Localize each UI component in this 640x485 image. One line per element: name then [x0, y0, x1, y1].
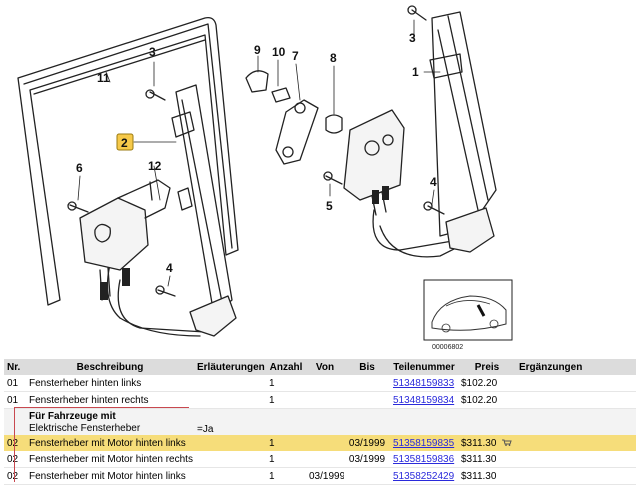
row-from [306, 391, 344, 409]
row-description: Fensterheber hinten rechts [26, 391, 194, 409]
col-price: Preis [458, 359, 516, 375]
row-from: 03/1999 [306, 467, 344, 485]
clip-9 [245, 70, 269, 93]
table-row[interactable]: 01 Fensterheber hinten rechts 1 51348159… [4, 391, 636, 409]
row-extras [516, 375, 636, 392]
col-from: Von [306, 359, 344, 375]
part-number-link[interactable]: 51358159836 [393, 453, 455, 465]
row-quantity: 1 [266, 375, 306, 392]
callout-11: 11 [97, 71, 110, 85]
row-quantity: 1 [266, 391, 306, 409]
bushing-10 [271, 87, 291, 103]
row-notes [194, 467, 266, 485]
row-from [306, 451, 344, 468]
callout-12: 12 [148, 159, 162, 173]
screw-6 [69, 204, 89, 213]
callout-8: 8 [330, 51, 337, 65]
callout-6: 6 [76, 161, 83, 175]
callout-3-left: 3 [149, 45, 156, 59]
parts-diagram: 3 11 2 12 6 4 9 10 7 8 5 3 1 4 00006802 [17, 5, 513, 351]
row-quantity: 1 [266, 435, 306, 451]
row-nr: 01 [4, 391, 26, 409]
note-value: =Ja [194, 408, 266, 435]
callout-10: 10 [272, 45, 286, 59]
row-notes [194, 375, 266, 392]
screw-5 [325, 175, 343, 185]
callout-4-right: 4 [430, 175, 437, 189]
col-extras: Ergänzungen [516, 359, 636, 375]
row-to: 03/1999 [344, 451, 390, 468]
row-to [344, 467, 390, 485]
col-quantity: Anzahl [266, 359, 306, 375]
row-to: 03/1999 [344, 435, 390, 451]
part-number-link[interactable]: 51358159835 [393, 437, 455, 449]
table-row[interactable]: 02 Fensterheber mit Motor hinten rechts … [4, 451, 636, 468]
row-nr: 02 [4, 435, 26, 451]
col-part-number: Teilenummer [390, 359, 458, 375]
col-description: Beschreibung [26, 359, 194, 375]
callout-5: 5 [326, 199, 333, 213]
row-quantity: 1 [266, 467, 306, 485]
row-extras [516, 467, 636, 485]
table-row[interactable]: 01 Fensterheber hinten links 1 513481598… [4, 375, 636, 392]
vehicle-condition-note: Für Fahrzeuge mit Elektrische Fensterheb… [4, 408, 636, 435]
row-price: $311.30 [458, 467, 516, 485]
part-number-link[interactable]: 51358252429 [393, 470, 455, 482]
lever-7 [275, 99, 319, 165]
callout-1: 1 [412, 65, 419, 79]
row-notes [194, 391, 266, 409]
regulator-rail-left [175, 84, 233, 316]
row-from [306, 375, 344, 392]
row-to [344, 375, 390, 392]
row-description: Fensterheber mit Motor hinten rechts [26, 451, 194, 468]
row-price: $311.30 [461, 437, 497, 449]
row-description: Fensterheber hinten links [26, 375, 194, 392]
figure-id: 00006802 [432, 344, 463, 351]
row-extras [516, 391, 636, 409]
screw-3-left [149, 91, 166, 101]
screw-3-right [411, 9, 427, 21]
callout-7: 7 [292, 49, 299, 63]
row-nr: 02 [4, 467, 26, 485]
part-number-link[interactable]: 51348159834 [393, 394, 455, 406]
row-to [344, 391, 390, 409]
col-to: Bis [344, 359, 390, 375]
screw-4-right [427, 205, 445, 215]
row-nr: 02 [4, 451, 26, 468]
note-condition: Elektrische Fensterheber [29, 423, 141, 434]
col-notes: Erläuterungen [194, 359, 266, 375]
row-notes [194, 435, 266, 451]
row-description: Fensterheber mit Motor hinten links [26, 435, 194, 451]
callout-4-left: 4 [166, 261, 173, 275]
table-row[interactable]: 02 Fensterheber mit Motor hinten links 1… [4, 467, 636, 485]
row-price: $102.20 [458, 375, 516, 392]
callout-9: 9 [254, 43, 261, 57]
row-description: Fensterheber mit Motor hinten links [26, 467, 194, 485]
row-notes [194, 451, 266, 468]
row-nr: 01 [4, 375, 26, 392]
row-extras [516, 451, 636, 468]
cart-icon[interactable] [502, 439, 512, 447]
motor-left [79, 197, 149, 271]
svg-text:2: 2 [121, 136, 128, 150]
row-extras [516, 435, 636, 451]
row-quantity: 1 [266, 451, 306, 468]
table-header-row: Nr. Beschreibung Erläuterungen Anzahl Vo… [4, 359, 636, 375]
screw-4-left [157, 289, 176, 297]
window-seal [17, 17, 239, 306]
callout-2-highlight: 2 [116, 133, 134, 151]
part-number-link[interactable]: 51348159833 [393, 377, 455, 389]
row-from [306, 435, 344, 451]
row-price: $102.20 [458, 391, 516, 409]
col-nr: Nr. [4, 359, 26, 375]
car-thumbnail[interactable] [423, 279, 513, 341]
table-row-selected[interactable]: 02 Fensterheber mit Motor hinten links 1… [4, 435, 636, 451]
parts-table: Nr. Beschreibung Erläuterungen Anzahl Vo… [4, 359, 636, 485]
nut-8 [325, 114, 343, 134]
row-price: $311.30 [458, 451, 516, 468]
callout-3-right: 3 [409, 31, 416, 45]
note-title: Für Fahrzeuge mit [29, 411, 116, 422]
